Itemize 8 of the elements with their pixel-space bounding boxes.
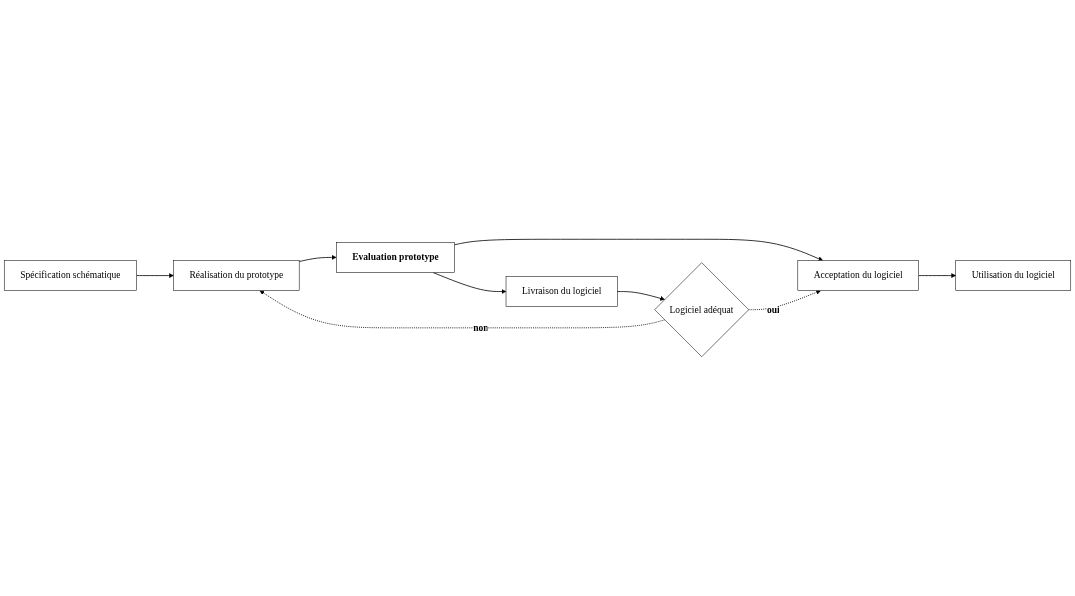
node-box: Spécification schématique bbox=[3, 260, 137, 291]
node-box: Acceptation du logiciel bbox=[797, 260, 919, 291]
node-box: Evaluation prototype bbox=[336, 242, 455, 273]
node-box: Utilisation du logiciel bbox=[955, 260, 1072, 291]
node-box: Réalisation du prototype bbox=[173, 260, 300, 291]
node-box: Livraison du logiciel bbox=[505, 276, 618, 307]
edge-label: oui bbox=[767, 304, 780, 315]
node-diamond: Logiciel adéquat bbox=[654, 262, 750, 357]
